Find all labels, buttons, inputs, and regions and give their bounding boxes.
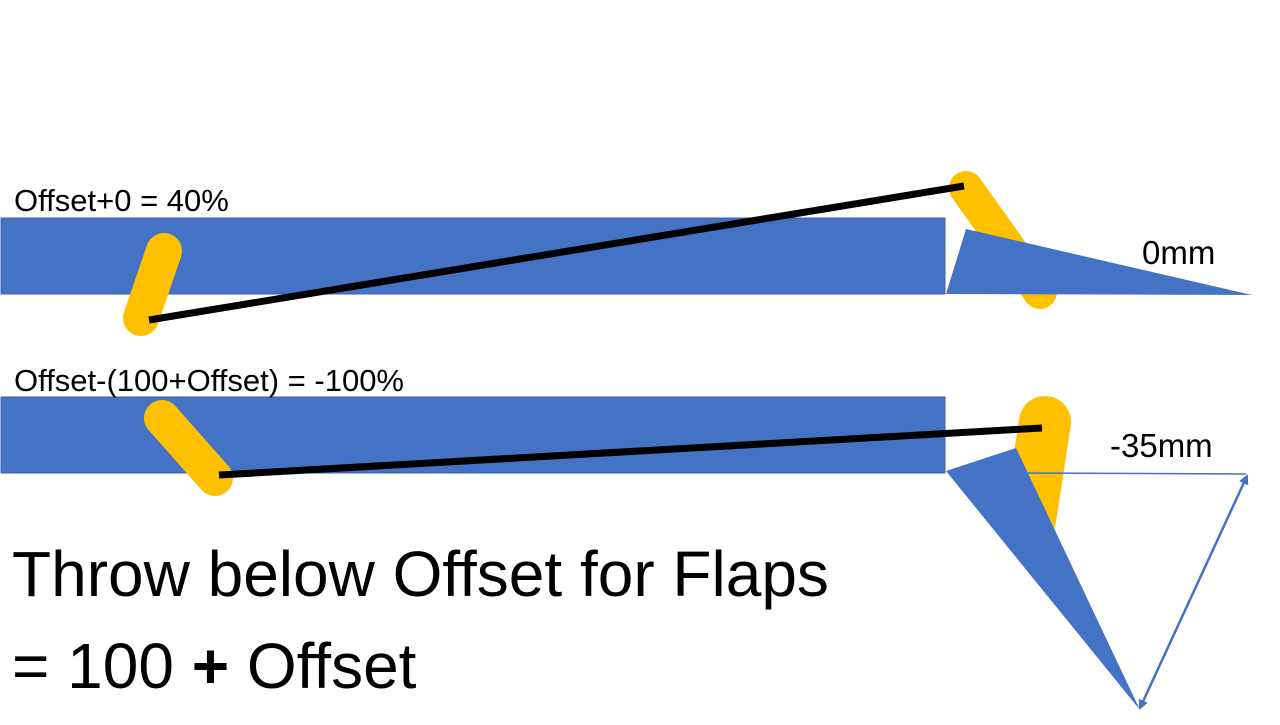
travel-arrow <box>1138 474 1249 710</box>
flap-top <box>946 229 1252 295</box>
headline-plus-sign: + <box>191 630 230 702</box>
headline-line-2-suffix: Offset <box>229 630 417 702</box>
servo-arm-top <box>123 233 182 336</box>
label-top-config: Offset+0 = 40% <box>14 183 229 218</box>
label-bottom-config: Offset-(100+Offset) = -100% <box>14 363 404 398</box>
headline-line-2: = 100 + Offset <box>12 634 416 698</box>
headline-line-2-prefix: = 100 <box>12 630 192 702</box>
value-top-deflection: 0mm <box>1142 234 1216 271</box>
headline-line-1: Throw below Offset for Flaps <box>12 538 829 610</box>
reference-line <box>1015 472 1247 475</box>
value-bottom-deflection: -35mm <box>1110 427 1213 464</box>
pushrod-bottom <box>218 424 1043 479</box>
servo-arm-bottom <box>144 400 233 496</box>
pushrod-top <box>148 182 965 324</box>
flap-bottom <box>946 448 1140 710</box>
